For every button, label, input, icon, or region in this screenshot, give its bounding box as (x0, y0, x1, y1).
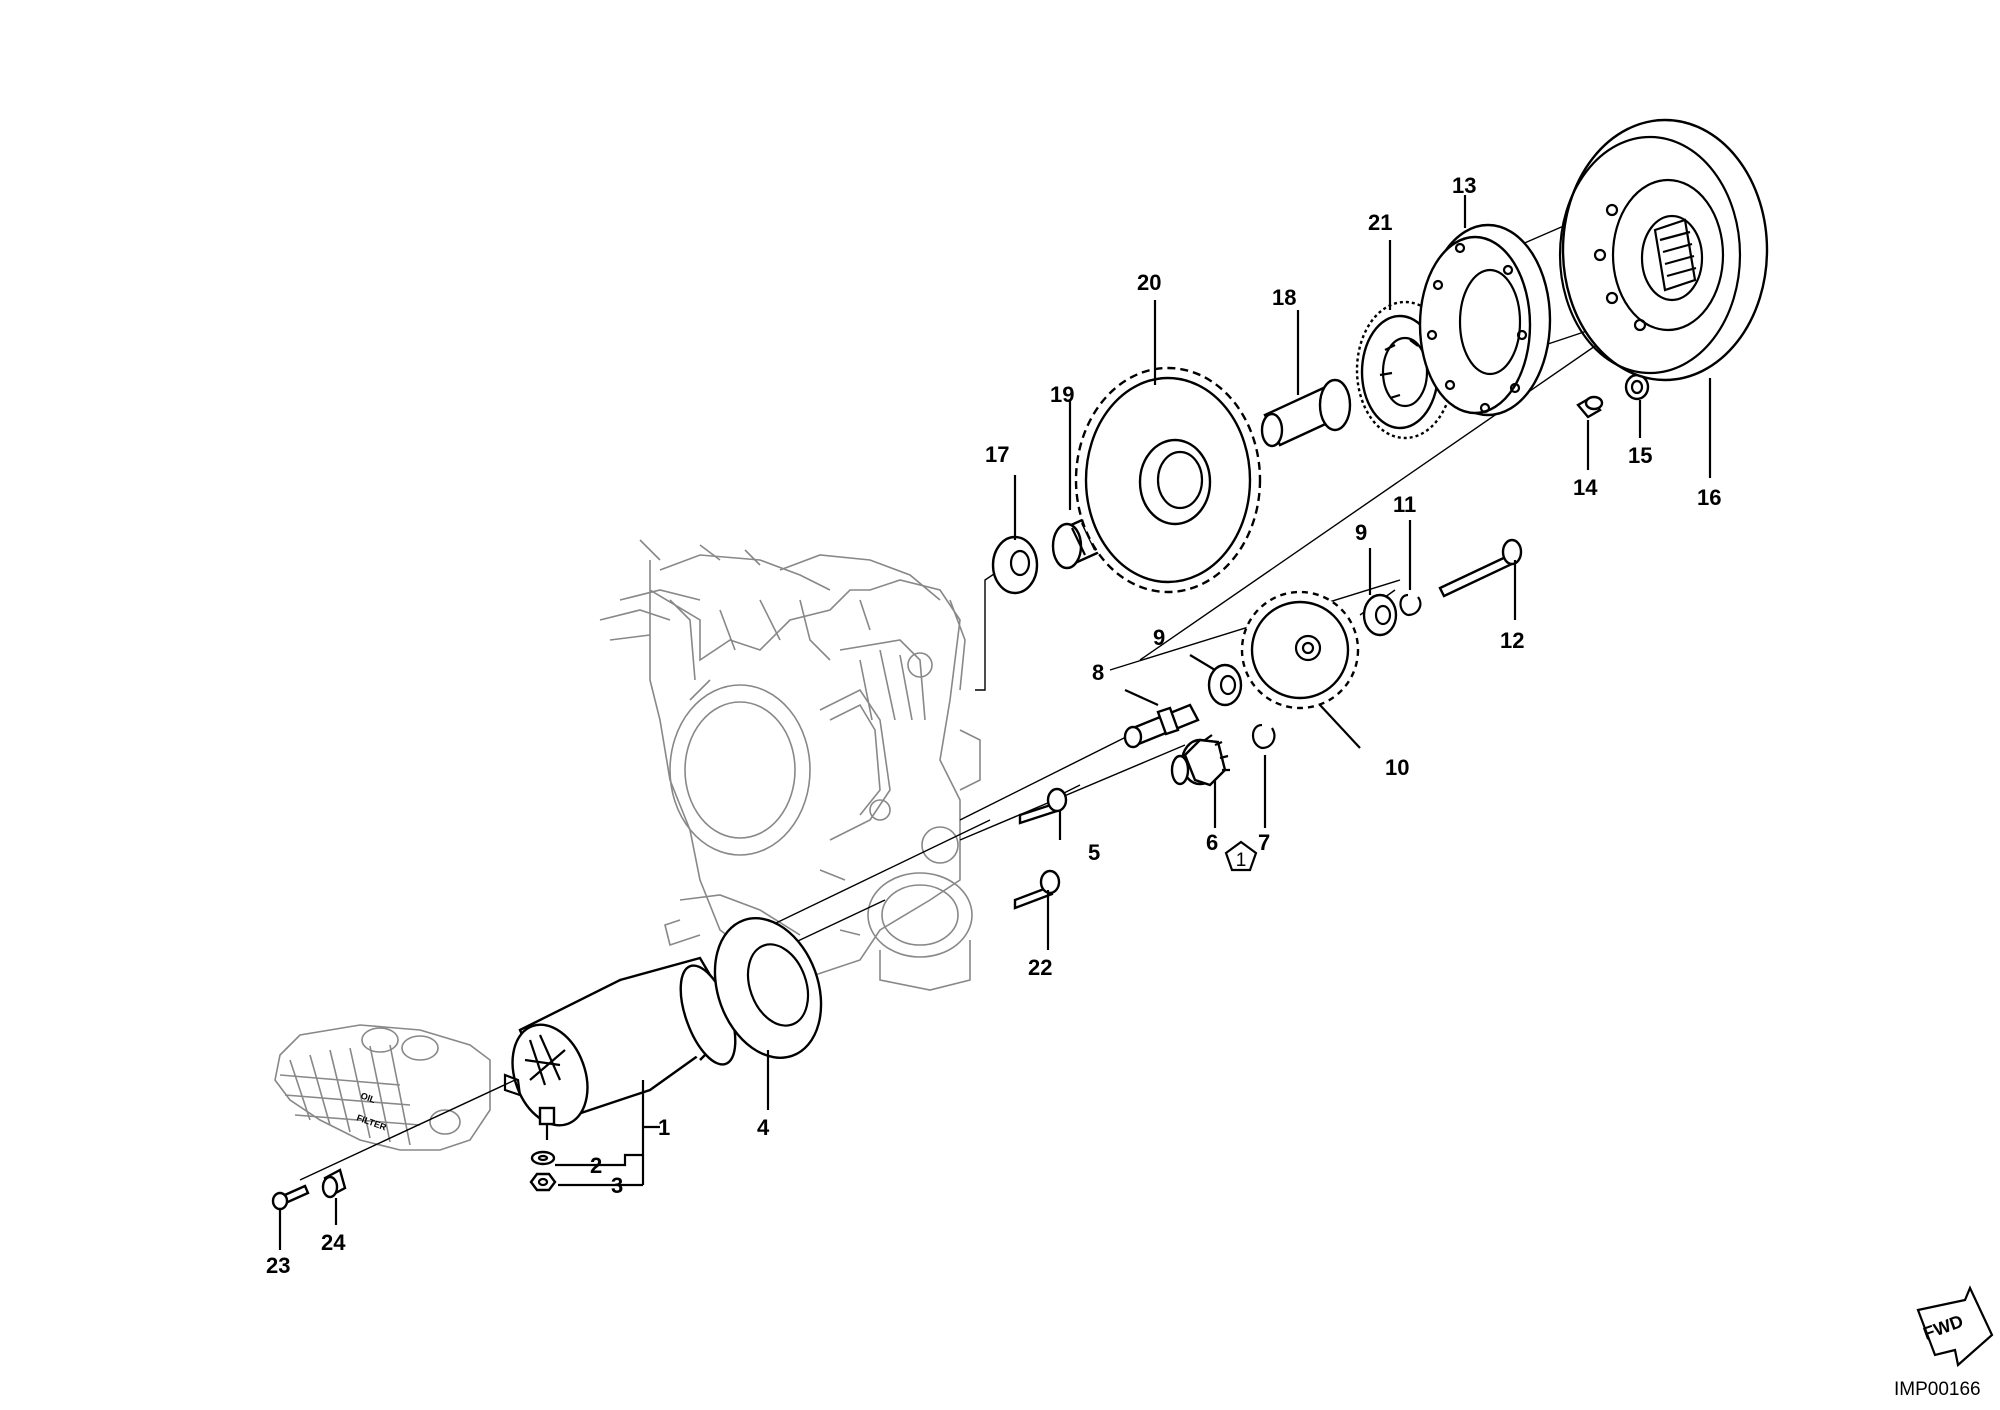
callout-3: 3 (611, 1173, 623, 1198)
callout-6: 6 (1206, 830, 1218, 855)
washer-9-left (1207, 663, 1243, 707)
callout-12: 12 (1500, 628, 1524, 653)
starter-washer-hole (537, 1154, 549, 1162)
callout-14: 14 (1573, 475, 1598, 500)
filter-label: FILTER (355, 1112, 388, 1132)
fwd-label: FWD (1921, 1311, 1966, 1344)
screw-23 (271, 1184, 310, 1211)
callout-10: 10 (1385, 755, 1409, 780)
oil-label: OIL (359, 1090, 377, 1105)
washer-9-right (1362, 593, 1398, 637)
starter-flange-gasket (713, 917, 823, 1059)
pinion-gear-6 (1170, 734, 1230, 787)
callout-9-right: 9 (1355, 520, 1367, 545)
starter-nut (529, 1172, 557, 1192)
screw-22 (1013, 869, 1061, 910)
large-gear-20 (1074, 366, 1262, 594)
callout-13: 13 (1452, 173, 1476, 198)
callout-16: 16 (1697, 485, 1721, 510)
freewheel-21 (1355, 300, 1455, 440)
callout-17: 17 (985, 442, 1009, 467)
note-pentagon-icon: 1 (1224, 840, 1258, 872)
bushing-18 (1260, 378, 1352, 448)
circlip-7 (1251, 723, 1276, 750)
callout-4: 4 (757, 1115, 770, 1140)
callout-18: 18 (1272, 285, 1296, 310)
callout-9-left: 9 (1153, 625, 1165, 650)
callout-24: 24 (321, 1230, 346, 1255)
note-symbol-number: 1 (1236, 850, 1247, 871)
rotor-16 (1558, 118, 1769, 382)
intermediate-gear-10 (1240, 590, 1360, 710)
callout-1: 1 (658, 1115, 670, 1140)
dowel-14 (1576, 395, 1604, 419)
image-code: IMP00166 (1894, 1379, 1981, 1400)
spacer-24 (321, 1168, 347, 1199)
callout-8: 8 (1092, 660, 1104, 685)
fwd-arrow-icon: FWD (1916, 1285, 1994, 1368)
engine-crankcase-outline (599, 539, 981, 991)
callout-5: 5 (1088, 840, 1100, 865)
callout-23: 23 (266, 1253, 290, 1278)
flange-13 (1418, 223, 1552, 417)
starter-motor (503, 956, 737, 1140)
callout-7: 7 (1258, 830, 1270, 855)
intermediate-shaft-8 (1123, 703, 1200, 749)
callout-15: 15 (1628, 443, 1652, 468)
starter-washer (530, 1150, 556, 1166)
callout-20: 20 (1137, 270, 1161, 295)
leader-lines (278, 195, 1712, 1250)
lock-washer-11 (1399, 593, 1422, 617)
callout-numbers: 1 2 3 4 5 6 7 8 9 9 10 11 12 13 14 15 16… (266, 173, 1721, 1278)
callout-21: 21 (1368, 210, 1392, 235)
callout-19: 19 (1050, 382, 1074, 407)
callout-2: 2 (590, 1153, 602, 1178)
thrust-washer-17 (991, 535, 1039, 595)
oil-filter-cover-outline: OIL FILTER (274, 1024, 491, 1151)
bolt-12 (1438, 538, 1523, 598)
callout-11: 11 (1393, 492, 1416, 517)
callout-22: 22 (1028, 955, 1052, 980)
